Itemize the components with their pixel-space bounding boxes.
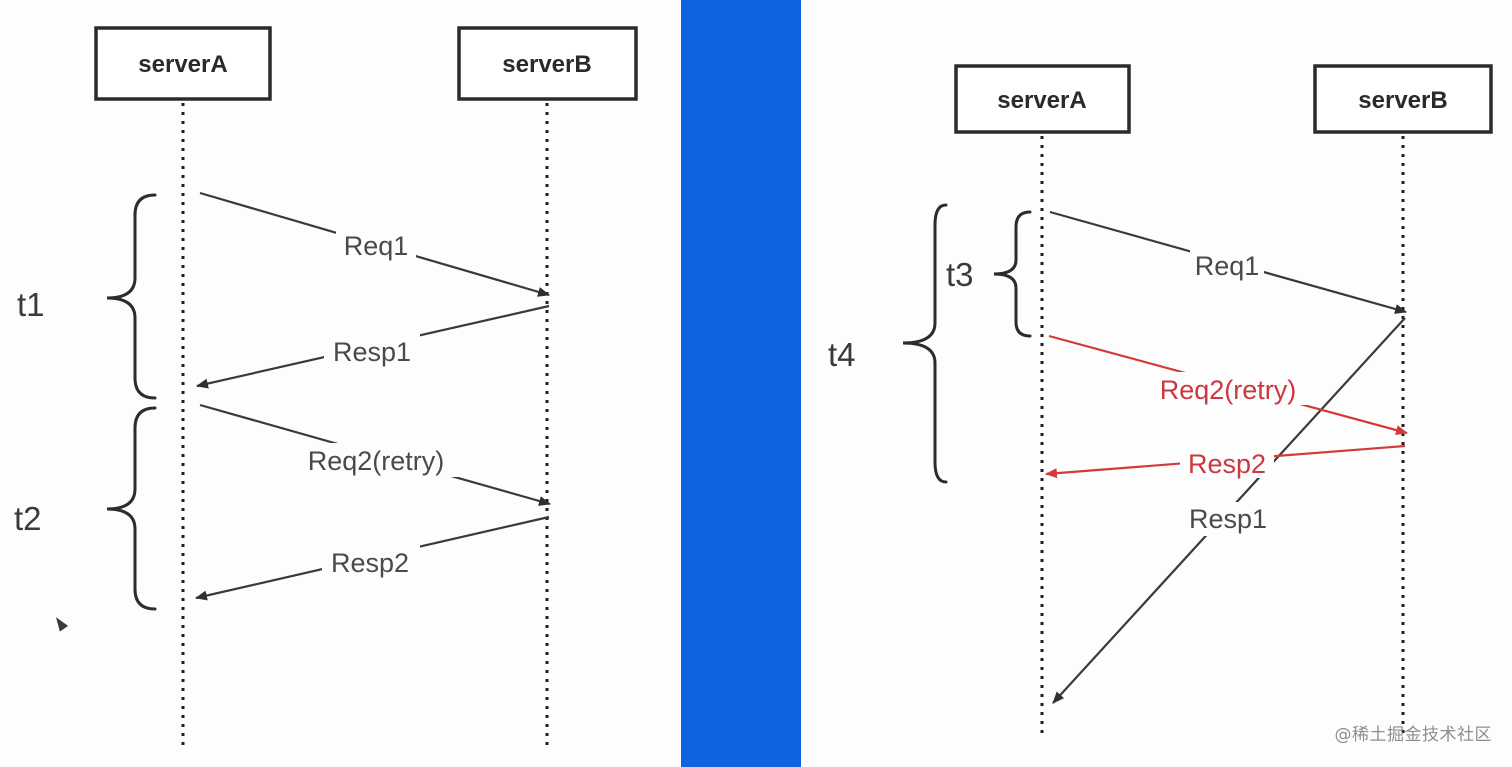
right-server-b-node: serverB [1313,64,1493,134]
right-t3-brace [993,210,1032,338]
left-sequence-diagram: serverA serverB Req1 Resp1 Req2(retry) [14,26,638,750]
right-t4-brace [902,203,948,484]
right-sequence-diagram: serverA serverB Req1 Resp1 Req2(retry) [828,64,1493,735]
left-t2-label: t2 [14,500,42,537]
left-t2-brace [106,406,157,611]
left-server-a-label: serverA [138,51,227,78]
right-t4-label: t4 [828,336,856,373]
left-server-b-node: serverB [457,26,638,101]
right-resp2-label: Resp2 [1188,449,1266,479]
panel-divider [681,0,801,767]
right-t3-label: t3 [946,256,974,293]
right-server-b-label: serverB [1358,87,1447,114]
left-req1-label: Req1 [344,231,409,261]
right-req1-label: Req1 [1195,251,1260,281]
left-server-b-label: serverB [502,51,591,78]
right-req2-label: Req2(retry) [1160,375,1297,405]
watermark: @稀土掘金技术社区 [1334,725,1492,745]
right-resp1-label: Resp1 [1189,504,1267,534]
left-resp1-label: Resp1 [333,337,411,367]
left-t1-label: t1 [17,286,45,323]
left-server-a-node: serverA [94,26,272,101]
left-resp2-label: Resp2 [331,548,409,578]
left-req2-label: Req2(retry) [308,446,445,476]
right-server-a-label: serverA [997,87,1086,114]
left-t1-brace [106,193,157,400]
right-server-a-node: serverA [954,64,1131,134]
